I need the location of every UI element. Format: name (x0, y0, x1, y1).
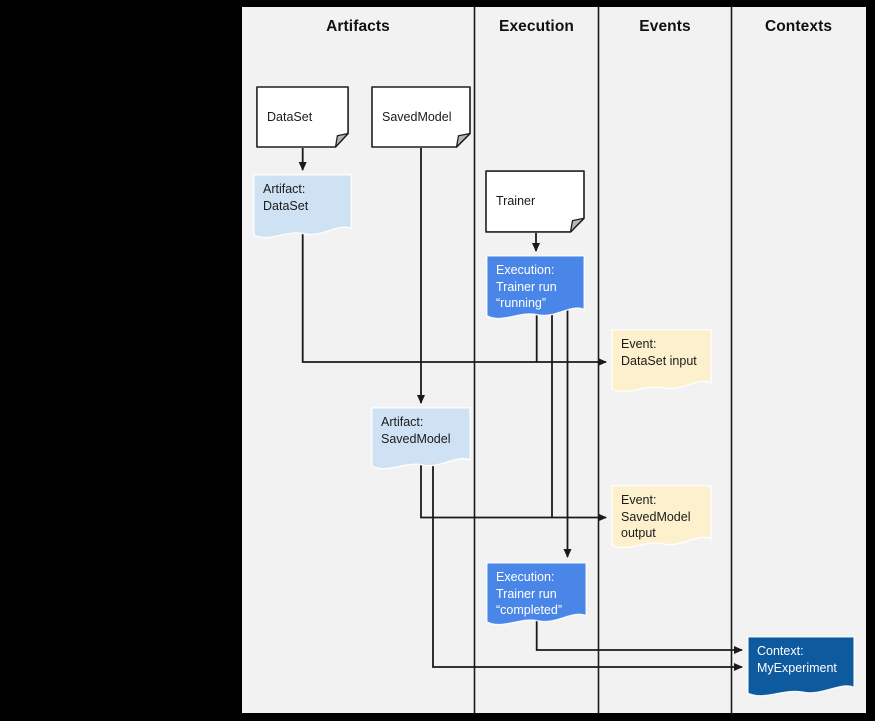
wave-shape-icon (486, 255, 585, 323)
column-header-artifacts: Artifacts (326, 18, 390, 35)
diagram-canvas: Artifacts Execution Events Contexts Data… (242, 7, 866, 713)
node-savedmodel: SavedModel (371, 86, 471, 148)
connector-artifact-savedmodel-to-context (432, 459, 743, 671)
document-shape-icon (371, 86, 471, 148)
node-label: DataSet (267, 109, 313, 124)
column-header-contexts: Contexts (764, 18, 833, 35)
node-label: Event: (621, 337, 657, 351)
node-trainer: Trainer (485, 170, 585, 233)
column-header-execution: Execution (499, 18, 574, 35)
node-label: Trainer run (496, 279, 557, 294)
node-label: SavedModel (381, 431, 451, 446)
node-label: output (621, 526, 656, 540)
wave-shape-icon (611, 329, 712, 396)
node-label: Execution: (496, 263, 555, 277)
connector-artifact-savedmodel-to-event-output (420, 459, 607, 522)
node-label: “completed” (496, 603, 562, 617)
node-label: “running” (496, 296, 547, 310)
wave-shape-icon (611, 485, 712, 552)
node-label: Context: (757, 644, 804, 658)
wave-shape-icon (371, 407, 471, 473)
node-label: DataSet (263, 198, 309, 213)
node-label: SavedModel (621, 509, 691, 524)
node-context-myexperiment: Context: MyExperiment (747, 636, 855, 700)
node-label: Event: (621, 493, 657, 507)
node-label: MyExperiment (757, 660, 837, 675)
wave-shape-icon (486, 562, 587, 629)
node-label: Execution: (496, 570, 555, 584)
node-label: Trainer (496, 194, 536, 209)
connector-execution-completed-to-context (535, 614, 743, 654)
node-artifact-savedmodel: Artifact: SavedModel (371, 407, 471, 473)
node-label: Artifact: (263, 182, 306, 196)
document-shape-icon (256, 86, 349, 148)
node-artifact-dataset: Artifact: DataSet (253, 174, 352, 242)
wave-shape-icon (253, 174, 352, 242)
node-execution-completed: Execution: Trainer run “completed” (486, 562, 587, 629)
connector-artifact-dataset-to-event-input (301, 231, 607, 366)
node-execution-running: Execution: Trainer run “running” (486, 255, 585, 323)
node-event-savedmodel-output: Event: SavedModel output (611, 485, 712, 552)
wave-shape-icon (747, 636, 855, 700)
node-label: Artifact: (381, 415, 424, 429)
node-label: SavedModel (382, 109, 452, 124)
node-event-dataset-input: Event: DataSet input (611, 329, 712, 396)
node-label: DataSet input (621, 353, 697, 368)
document-shape-icon (485, 170, 585, 233)
connector-layer (298, 7, 743, 713)
column-header-events: Events (639, 18, 691, 35)
node-label: Trainer run (496, 586, 557, 601)
node-dataset: DataSet (256, 86, 349, 148)
